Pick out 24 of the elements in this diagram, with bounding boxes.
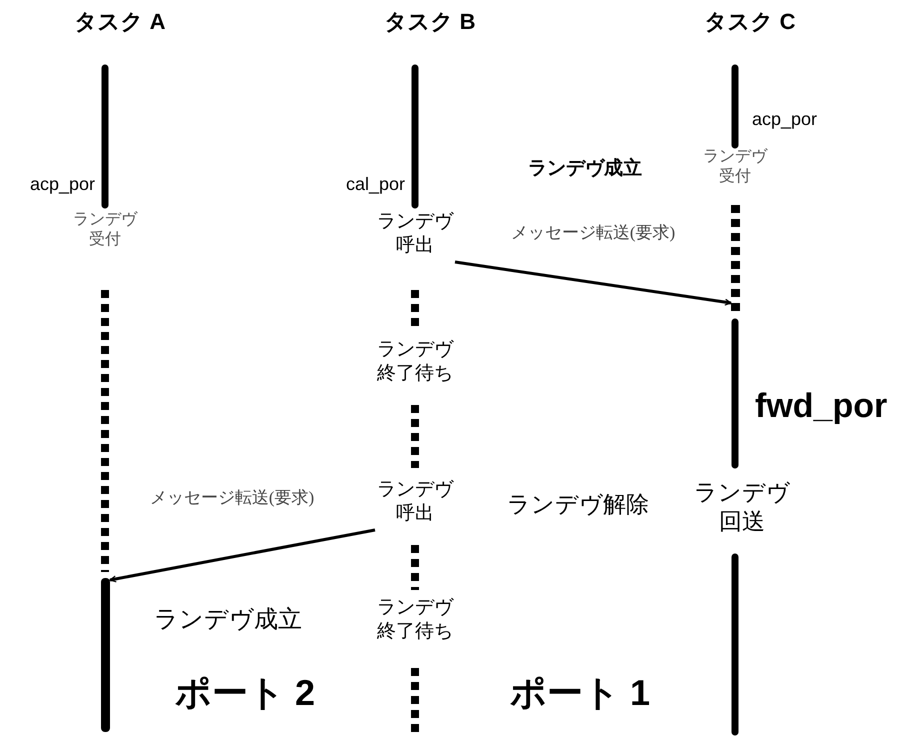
state-label: ランデヴ成立 [154, 605, 302, 635]
call-name: fwd_por [755, 386, 888, 427]
state-label: ランデヴ終了待ち [376, 596, 455, 644]
port-label: ポート 2 [174, 671, 316, 715]
state-label: ランデヴ終了待ち [376, 338, 455, 386]
lifeline-title: タスク C [704, 8, 796, 36]
arrow [109, 528, 376, 582]
call-name: cal_por [346, 173, 405, 196]
state-label: ランデヴ回送 [694, 478, 790, 536]
state-label: ランデヴ成立 [528, 157, 642, 181]
call-name: acp_por [30, 173, 95, 196]
lifeline-title: タスク B [384, 8, 476, 36]
arrow [454, 260, 732, 306]
lifeline-title: タスク A [74, 8, 166, 36]
state-label: ランデヴ呼出 [375, 478, 455, 526]
lifeline-segment [101, 578, 110, 732]
state-label: ランデヴ解除 [507, 490, 649, 519]
port-label: ポート 1 [510, 671, 650, 715]
edge-label: メッセージ転送(要求) [510, 222, 676, 244]
state-label: ランデヴ呼出 [375, 210, 455, 258]
call-name: acp_por [752, 108, 818, 130]
edge-label: メッセージ転送(要求) [150, 487, 314, 508]
state-label: ランデヴ受付 [72, 210, 139, 250]
state-label: ランデヴ受付 [702, 147, 769, 187]
